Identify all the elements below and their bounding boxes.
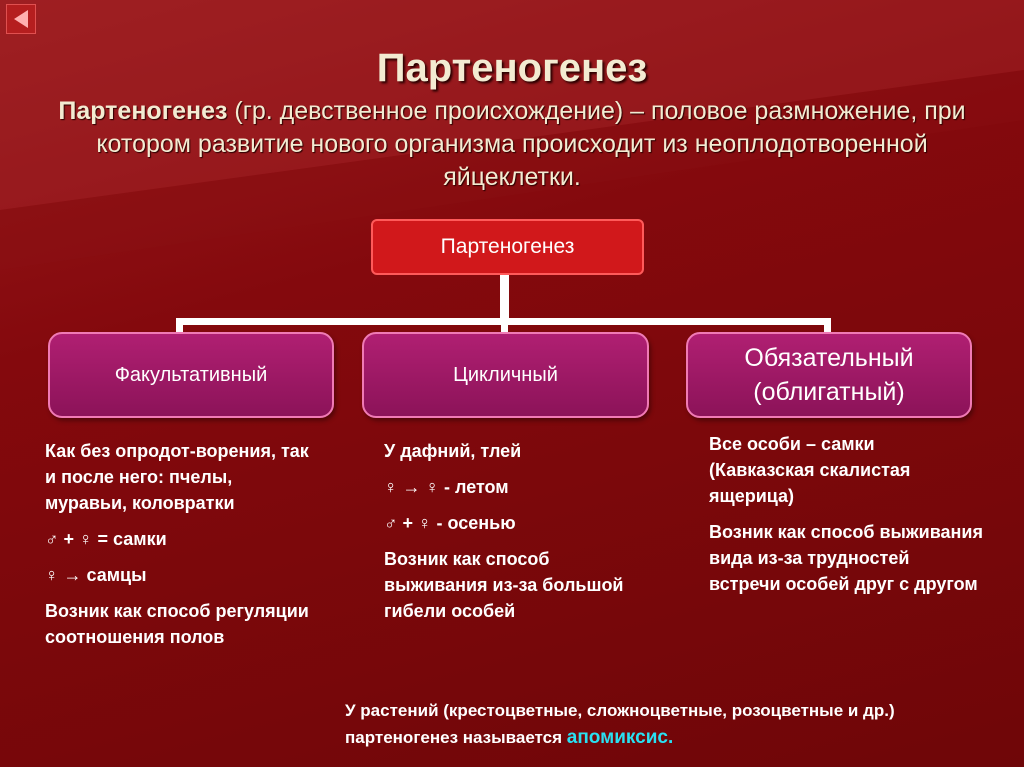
type-obligate: Обязательный (облигатный) [686, 332, 972, 418]
root-node: Партеногенез [371, 219, 644, 275]
facultative-formula-2: ♀ → самцы [45, 565, 147, 585]
definition: Партеногенез (гр. девственное происхожде… [40, 95, 984, 194]
footnote: У растений (крестоцветные, сложноцветные… [345, 697, 1005, 751]
type-cyclic: Цикличный [362, 332, 649, 418]
definition-term: Партеногенез [58, 97, 228, 125]
type-facultative: Факультативный [48, 332, 334, 418]
slide-title: Партеногенез [376, 46, 648, 90]
type-obligate-line1: Обязательный [744, 344, 914, 372]
type-obligate-line2: (облигатный) [753, 378, 905, 406]
obligate-details: Все особи – самки (Кавказская скалистая … [709, 431, 984, 607]
cyclic-origin: Возник как способ выживания из-за большо… [384, 549, 624, 621]
obligate-description: Все особи – самки (Кавказская скалистая … [709, 434, 911, 506]
definition-text: (гр. девственное происхождение) – полово… [96, 97, 966, 191]
footnote-term: апомиксис. [566, 727, 674, 748]
facultative-formula-1: ♂ + ♀ = самки [45, 529, 167, 549]
back-button[interactable] [6, 4, 36, 34]
cyclic-description: У дафний, тлей [384, 441, 522, 461]
facultative-details: Как без опродот-ворения, так и после нег… [45, 438, 315, 660]
cyclic-summer: ♀ → ♀ - летом [384, 477, 509, 497]
footnote-text: У растений (крестоцветные, сложноцветные… [345, 701, 895, 747]
facultative-origin: Возник как способ регуляции соотношения … [45, 601, 309, 647]
cyclic-details: У дафний, тлей ♀ → ♀ - летом ♂ + ♀ - осе… [384, 438, 644, 634]
triangle-left-icon [14, 10, 28, 28]
obligate-origin: Возник как способ выживания вида из-за т… [709, 522, 983, 594]
cyclic-autumn: ♂ + ♀ - осенью [384, 513, 516, 533]
facultative-description: Как без опродот-ворения, так и после нег… [45, 441, 309, 513]
